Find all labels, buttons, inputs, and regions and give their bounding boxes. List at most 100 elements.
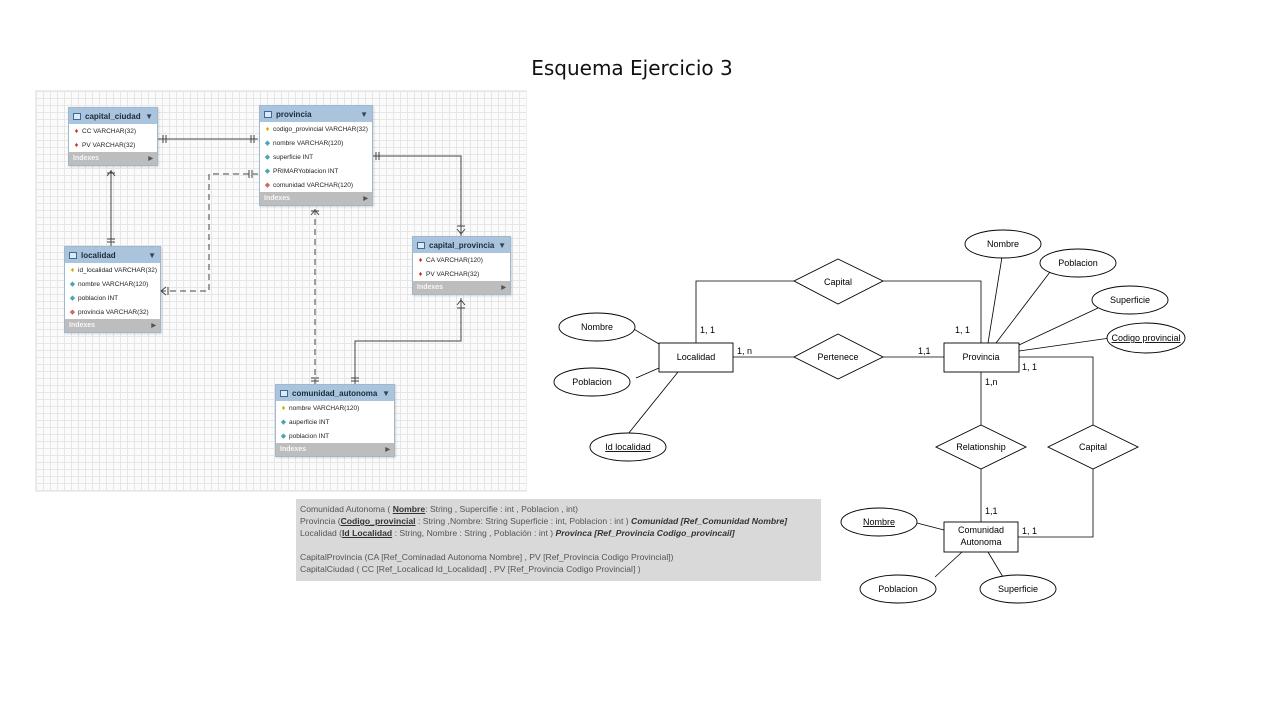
table-name: localidad	[81, 250, 116, 260]
indexes-label: Indexes	[69, 322, 96, 329]
column-row: ♦nombre VARCHAR(120)	[276, 401, 394, 415]
attribute-label: Poblacion	[878, 584, 918, 594]
collapse-icon[interactable]: ▼	[148, 250, 156, 260]
column-row: ♦id_localidad VARCHAR(32)	[65, 263, 160, 277]
attribute-localidad-poblacion	[553, 367, 631, 397]
attribute-key-label: Codigo provincial	[1111, 333, 1180, 343]
collapse-icon[interactable]: ▼	[382, 388, 390, 398]
cardinality-label: 1, n	[737, 346, 752, 356]
table-comunidad-autonoma[interactable]: comunidad_autonoma ▼ ♦nombre VARCHAR(120…	[275, 384, 395, 457]
schema-text: Comunidad Autonoma (	[300, 504, 393, 514]
attribute-label: Nombre	[581, 322, 613, 332]
attribute-comunidad-poblacion	[859, 574, 937, 604]
collapse-icon[interactable]: ▼	[145, 111, 153, 121]
indexes-bar[interactable]: Indexes ▶	[276, 443, 394, 456]
table-header[interactable]: comunidad_autonoma ▼	[276, 385, 394, 401]
column-row: ♦CC VARCHAR(32)	[69, 124, 157, 138]
cardinality-label: 1,1	[918, 346, 931, 356]
indexes-bar[interactable]: Indexes ▶	[65, 319, 160, 332]
indexes-label: Indexes	[73, 155, 100, 162]
reference-column-icon: ◆	[69, 309, 76, 316]
schema-text: : String , Supercifie : int , Poblacion …	[425, 504, 579, 514]
column-label: codigo_provincial VARCHAR(32)	[273, 125, 368, 133]
column-label: PV VARCHAR(32)	[82, 141, 136, 149]
collapse-icon[interactable]: ▼	[498, 240, 506, 250]
column-row: ◆nombre VARCHAR(120)	[65, 277, 160, 291]
schema-key: Codigo_provincial	[340, 516, 416, 526]
expand-icon[interactable]: ▶	[148, 156, 153, 162]
foreign-key-icon: ♦	[418, 270, 423, 278]
relationship-capital-top	[793, 258, 885, 305]
column-label: comunidad VARCHAR(120)	[273, 181, 354, 189]
column-label: auperficie INT	[289, 418, 330, 426]
column-row: ◆superficie INT	[260, 150, 372, 164]
attribute-key-label: Id localidad	[605, 442, 651, 452]
indexes-label: Indexes	[280, 446, 307, 453]
column-icon: ◆	[280, 433, 287, 440]
entity-label: Comunidad	[958, 525, 1004, 535]
expand-icon[interactable]: ▶	[385, 447, 390, 453]
schema-line: CapitalCiudad ( CC [Ref_Localicad Id_Loc…	[300, 563, 817, 575]
indexes-bar[interactable]: Indexes▶	[260, 192, 372, 205]
entity-provincia	[943, 342, 1020, 373]
schema-key: Id Localidad	[342, 528, 393, 538]
attribute-provincia-codigo	[1106, 322, 1186, 354]
er-link-attr	[631, 327, 660, 345]
table-localidad[interactable]: localidad ▼ ♦id_localidad VARCHAR(32) ◆n…	[64, 246, 161, 333]
attribute-localidad-nombre	[558, 312, 636, 342]
expand-icon[interactable]: ▶	[501, 285, 506, 291]
expand-icon[interactable]: ▶	[363, 196, 368, 202]
schema-line: CapitalProvincia (CA [Ref_Cominadad Auto…	[300, 551, 817, 563]
table-name: provincia	[276, 109, 312, 119]
attribute-localidad-id	[589, 432, 667, 462]
table-header[interactable]: capital_ciudad ▼	[69, 108, 157, 124]
cardinality-label: 1,1	[985, 506, 998, 516]
relationship-label: Relationship	[956, 442, 1006, 452]
column-label: poblacion INT	[78, 294, 119, 302]
column-row: ♦CA VARCHAR(120)	[413, 253, 510, 267]
er-link-attr	[1018, 307, 1099, 346]
relationship-label: Capital	[824, 277, 852, 287]
er-link-attr	[987, 256, 1003, 344]
expand-icon[interactable]: ▶	[151, 323, 156, 329]
cardinality-label: 1, 1	[700, 325, 715, 335]
table-header[interactable]: localidad ▼	[65, 247, 160, 263]
table-capital-provincia[interactable]: capital_provincia ▼ ♦CA VARCHAR(120) ♦PV…	[412, 236, 511, 295]
indexes-bar[interactable]: Indexes ▶	[413, 281, 510, 294]
attribute-provincia-nombre	[964, 229, 1042, 259]
table-name: capital_provincia	[429, 240, 495, 250]
table-provincia[interactable]: provincia ▼ ♦codigo_provincial VARCHAR(3…	[259, 105, 373, 206]
table-icon	[417, 241, 425, 249]
workbench-diagram: capital_ciudad ▼ ♦CC VARCHAR(32) ♦PV VAR…	[35, 90, 527, 492]
table-capital-ciudad[interactable]: capital_ciudad ▼ ♦CC VARCHAR(32) ♦PV VAR…	[68, 107, 158, 166]
attribute-provincia-superficie	[1091, 285, 1169, 315]
table-icon	[73, 112, 81, 120]
indexes-bar[interactable]: Indexes ▶	[69, 152, 157, 165]
connector-localidad-provincia	[160, 173, 258, 292]
er-link-attr	[912, 521, 945, 531]
entity-label: Provincia	[962, 352, 999, 362]
attribute-label: Poblacion	[572, 377, 612, 387]
column-row: ◆PRIMARYoblacion INT	[260, 164, 372, 178]
column-label: provincia VARCHAR(32)	[78, 308, 149, 316]
primary-key-icon: ♦	[265, 125, 270, 133]
attribute-key-label: Nombre	[863, 517, 895, 527]
column-row: ♦PV VARCHAR(32)	[413, 267, 510, 281]
table-header[interactable]: capital_provincia ▼	[413, 237, 510, 253]
er-link-localidad-capital	[695, 280, 794, 343]
indexes-label: Indexes	[417, 284, 444, 291]
relationship-label: Capital	[1079, 442, 1107, 452]
relational-schema: Comunidad Autonoma ( Nombre: String , Su…	[296, 499, 821, 581]
table-header[interactable]: provincia ▼	[260, 106, 372, 122]
column-label: poblacion INT	[289, 432, 330, 440]
reference-column-icon: ◆	[264, 182, 271, 189]
schema-text: CapitalCiudad ( CC [Ref_Localicad Id_Loc…	[300, 564, 641, 574]
entity-label: Autonoma	[960, 537, 1001, 547]
column-label: superficie INT	[273, 153, 314, 161]
column-label: nombre VARCHAR(120)	[289, 404, 360, 412]
collapse-icon[interactable]: ▼	[360, 109, 368, 119]
column-icon: ◆	[264, 168, 271, 175]
column-icon: ◆	[69, 281, 76, 288]
schema-key: Nombre	[392, 504, 426, 514]
column-row: ◆auperficie INT	[276, 415, 394, 429]
